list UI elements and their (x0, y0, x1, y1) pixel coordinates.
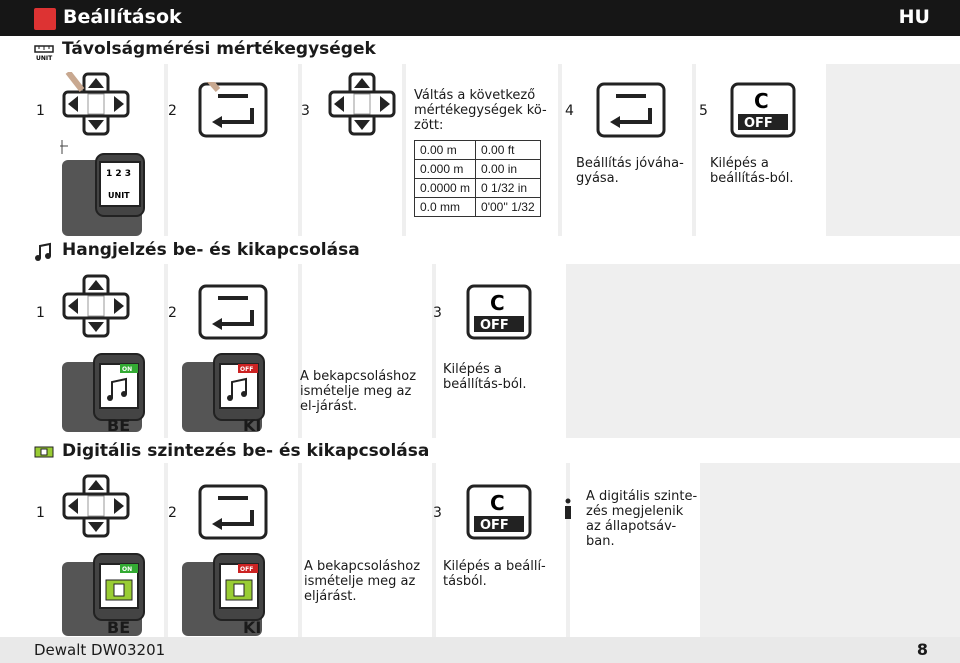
dpad-icon (62, 72, 130, 136)
step-number: 5 (699, 103, 708, 119)
on-label: BE (107, 416, 131, 435)
page-number: 8 (916, 640, 928, 659)
dpad-icon (62, 274, 130, 338)
enter-button-icon (198, 284, 268, 340)
music-note-icon (35, 242, 51, 261)
off-label: OFF (480, 318, 509, 333)
unit-cell: 0.0 mm (413, 197, 477, 217)
step4-instruction: Beállítás jóváha-gyása. (576, 156, 684, 186)
step-number: 3 (433, 305, 442, 321)
step-number: 2 (168, 103, 177, 119)
info-text: A digitális szinte-zés megjelenik az áll… (586, 489, 698, 549)
enter-button-icon (596, 82, 666, 138)
section-title-beep: Hangjelzés be- és kikapcsolása (62, 240, 360, 260)
unit-cell: 0.000 m (413, 159, 477, 179)
exit-instruction: Kilépés a beállítás-ból. (443, 362, 527, 392)
settings-gear-icon (34, 8, 56, 30)
page-title: Beállítások (63, 6, 182, 28)
off-label: OFF (744, 116, 773, 131)
unit-cell: 0.00 ft (475, 140, 541, 160)
step-cell (570, 463, 700, 637)
dpad-icon (328, 72, 396, 136)
off-badge: OFF (240, 566, 253, 573)
device-display-beep-off: OFF (182, 353, 265, 432)
step-number: 1 (36, 305, 45, 321)
on-badge: ON (122, 566, 132, 573)
unit-cell: 0.00 m (413, 140, 477, 160)
device-display-level-off: OFF (182, 553, 265, 636)
step-number: 4 (565, 103, 574, 119)
step-number: 3 (301, 103, 310, 119)
info-icon (565, 498, 571, 519)
step-cell (302, 264, 432, 438)
page-header: Beállítások HU (0, 0, 960, 36)
device-display-beep-on: ON (62, 353, 145, 432)
unit-cell: 0.00 in (475, 159, 541, 179)
page-footer: Dewalt DW03201 8 (0, 637, 960, 663)
step-number: 1 (36, 505, 45, 521)
device-display-unit: 1 2 3 UNIT (60, 140, 145, 236)
unit-cell: 0'00'' 1/32 (475, 197, 541, 217)
c-label: C (490, 291, 505, 315)
device-display-level-on: ON (62, 553, 145, 636)
unit-cell: 0.0000 m (413, 178, 477, 198)
c-off-button-icon: C OFF (466, 484, 532, 540)
repeat-instruction: A bekapcsoláshoz ismételje meg az el-jár… (300, 369, 417, 414)
step-number: 2 (168, 505, 177, 521)
step-number: 3 (433, 505, 442, 521)
step3-instruction: Váltás a következő mértékegységek kö-zöt… (414, 88, 547, 133)
step-number: 2 (168, 305, 177, 321)
off-label: KI (243, 416, 262, 435)
step5-instruction: Kilépés a beállítás-ból. (710, 156, 794, 186)
c-label: C (490, 491, 505, 515)
enter-button-icon (198, 82, 268, 138)
on-label: BE (107, 618, 131, 637)
exit-instruction: Kilépés a beállí-tásból. (443, 559, 546, 589)
unit-cell: 0 1/32 in (475, 178, 541, 198)
on-badge: ON (122, 366, 132, 373)
svg-text:1 2 3: 1 2 3 (106, 169, 131, 179)
language-code: HU (898, 6, 930, 28)
c-label: C (754, 89, 769, 113)
off-label: OFF (480, 518, 509, 533)
step-number: 1 (36, 103, 45, 119)
dpad-icon (62, 474, 130, 538)
step-cell (302, 463, 432, 637)
section-title-level: Digitális szintezés be- és kikapcsolása (62, 441, 430, 461)
enter-button-icon (198, 484, 268, 540)
repeat-instruction: A bekapcsoláshoz ismételje meg az eljárá… (304, 559, 421, 604)
svg-text:UNIT: UNIT (108, 191, 130, 200)
section-title-units: Távolságmérési mértékegységek (62, 39, 376, 59)
unit-ruler-icon: UNIT (34, 45, 54, 62)
svg-text:UNIT: UNIT (36, 55, 53, 62)
off-label: KI (243, 618, 262, 637)
c-off-button-icon: C OFF (730, 82, 796, 138)
c-off-button-icon: C OFF (466, 284, 532, 340)
off-badge: OFF (240, 366, 253, 373)
model-name: Dewalt DW03201 (34, 641, 166, 659)
level-icon (34, 446, 54, 458)
